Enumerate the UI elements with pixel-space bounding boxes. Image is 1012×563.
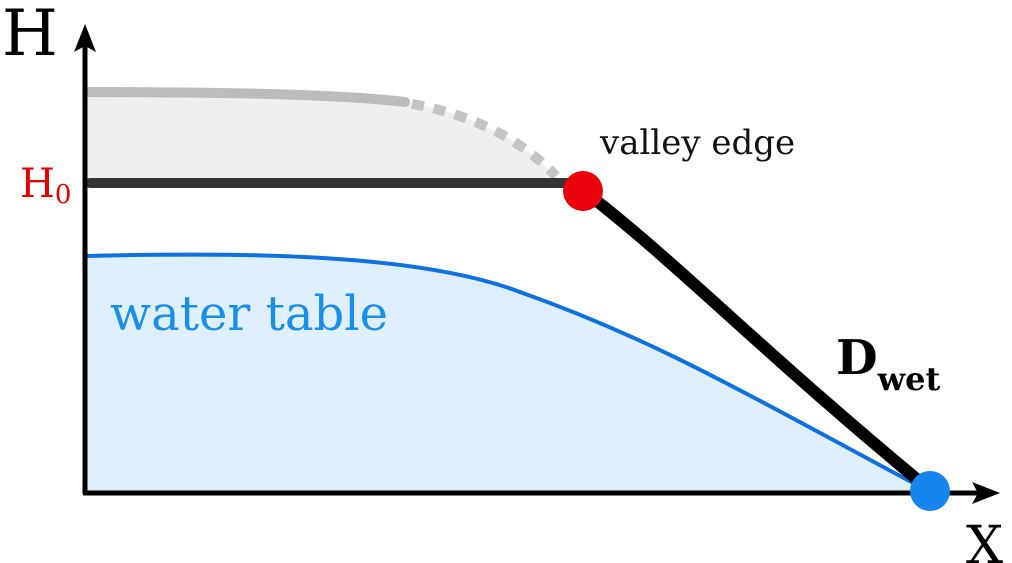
- valley-edge-label: valley edge: [600, 123, 796, 163]
- water-table-label: water table: [110, 286, 388, 342]
- upper-surface-fill: [86, 92, 560, 182]
- water-table-fill: [86, 254, 930, 492]
- h0-label-subscript: 0: [54, 180, 72, 210]
- upper-surface-line: [83, 87, 410, 107]
- h0-label: H0: [20, 164, 71, 208]
- dwet-label: Dwet: [836, 334, 940, 395]
- valley-edge-point: [563, 171, 603, 211]
- valley-slope-line: [578, 185, 936, 496]
- x-axis-label: X: [966, 516, 1004, 563]
- water-table-line: [85, 252, 931, 494]
- dwet-label-subscript: wet: [877, 360, 941, 398]
- y-axis-arrowhead: [74, 24, 96, 52]
- dwet-label-main: D: [836, 330, 878, 386]
- x-axis-arrowhead: [972, 482, 1000, 504]
- h0-label-main: H: [20, 161, 55, 207]
- y-axis-label: H: [2, 0, 58, 71]
- base-point: [910, 471, 950, 511]
